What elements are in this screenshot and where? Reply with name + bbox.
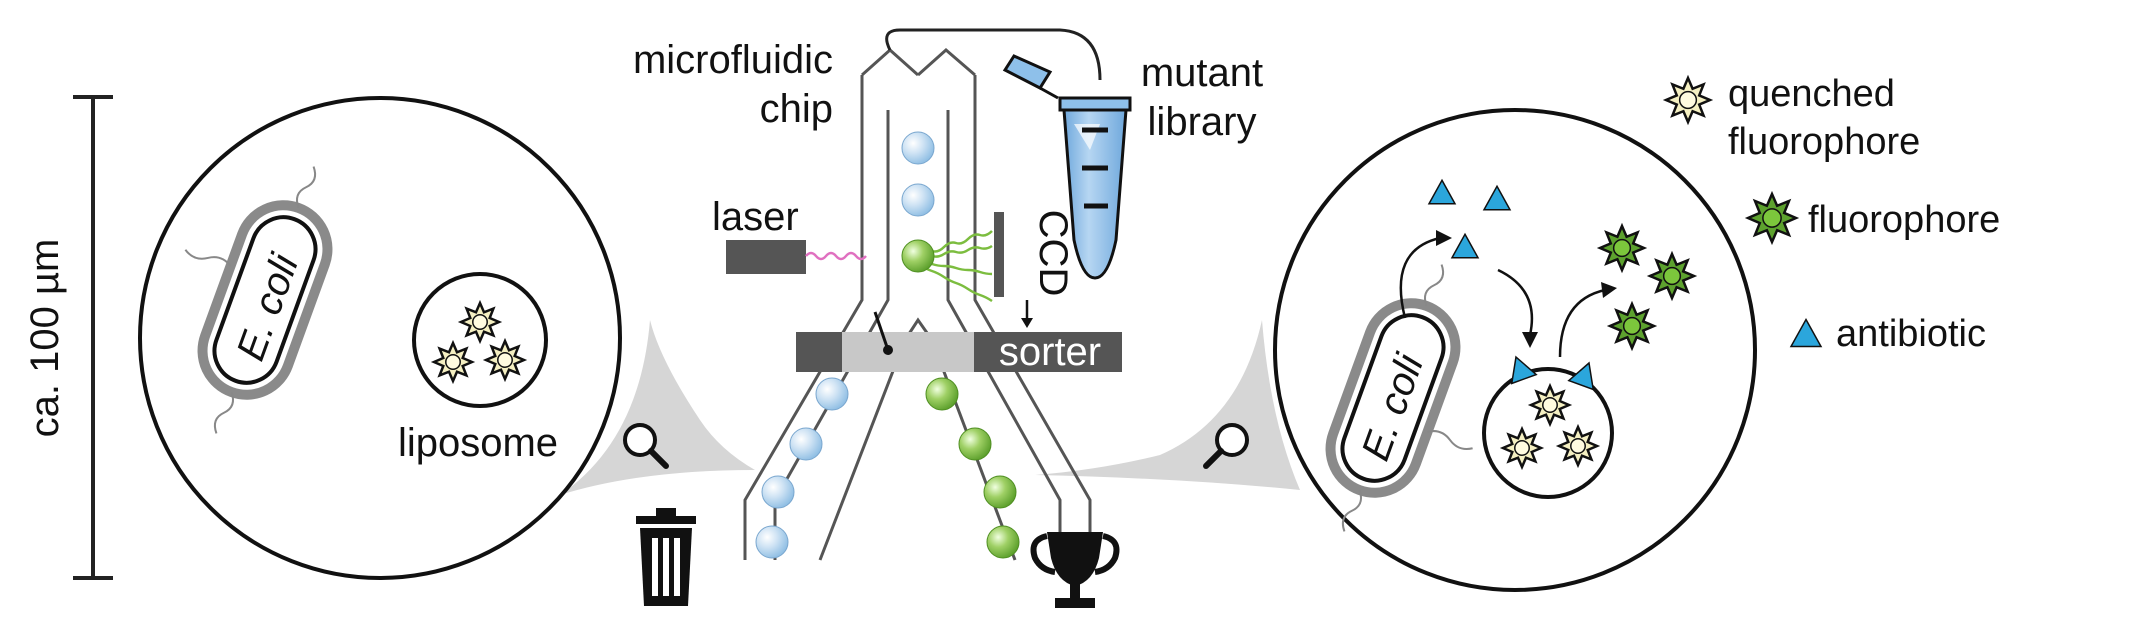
fluorescent-droplet [958, 427, 992, 461]
fluorophore-group [1596, 222, 1698, 352]
fluorescent-droplet [983, 475, 1017, 509]
antibiotic-group [1427, 178, 1595, 391]
trophy-icon [1030, 532, 1120, 608]
inlet-tubing [885, 28, 1102, 81]
sorter-label: sorter [999, 330, 1101, 374]
legend-quenched-line1: quenched [1728, 73, 1895, 115]
sorter-switch [873, 311, 890, 351]
scale-label: ca. 100 µm [23, 239, 67, 438]
droplet-stream [755, 131, 1020, 559]
scale-bar [73, 95, 113, 580]
antibiotic-icon [1450, 232, 1480, 259]
liposome-label: liposome [398, 421, 558, 465]
antibiotic-icon [1482, 184, 1512, 211]
sorter-pivot [883, 345, 893, 355]
empty-droplet [901, 183, 935, 217]
ecoli-cell-right [1325, 264, 1473, 532]
fluorescent-droplet [925, 377, 959, 411]
legend-icons [1662, 74, 1823, 348]
fluorophore-icon [1744, 190, 1800, 246]
antibiotic-icon [1427, 178, 1457, 205]
quenched-fluorophore-group [1499, 382, 1601, 471]
antibiotic-icon [1789, 317, 1823, 348]
fluorescent-droplet [986, 525, 1020, 559]
quenched-fluorophore-group [430, 299, 528, 385]
fluorophore-icon [1646, 250, 1698, 302]
fluorophore-icon [1606, 300, 1658, 352]
arrowhead [1601, 282, 1617, 298]
laser-source [726, 240, 806, 274]
quenched-fluorophore-icon [1527, 382, 1573, 428]
ccd-label: CCD [1031, 210, 1075, 297]
process-arrows [1399, 236, 1606, 358]
arrowhead [1436, 230, 1452, 246]
ccd-detector [994, 212, 1004, 297]
quenched-fluorophore-icon [1662, 74, 1714, 126]
arrowhead [1522, 332, 1538, 348]
zoom-cone-left [560, 320, 755, 495]
chip-label-line1: microfluidic [633, 38, 833, 82]
fluorophore-icon [1596, 222, 1648, 274]
ccd-arrow [1021, 300, 1033, 328]
empty-droplet [901, 131, 935, 165]
mutant-library-tube [1002, 54, 1132, 280]
right-zoom-circle [1273, 108, 1757, 592]
laser-beam [805, 251, 867, 261]
empty-droplet [789, 427, 823, 461]
empty-droplet [755, 525, 789, 559]
trash-icon [636, 508, 696, 606]
empty-droplet [815, 377, 849, 411]
sorter-bar-light [842, 332, 974, 372]
antibiotic-icon [1510, 355, 1538, 385]
left-zoom-circle [138, 96, 622, 580]
laser-label: laser [712, 195, 799, 239]
library-label-line1: mutant [1141, 51, 1263, 95]
magnifier-icon [1203, 423, 1249, 469]
antibiotic-icon [1567, 361, 1595, 391]
legend-fluorophore: fluorophore [1808, 199, 2000, 241]
quenched-fluorophore-icon [457, 299, 503, 345]
quenched-fluorophore-icon [1555, 423, 1601, 469]
legend-antibiotic: antibiotic [1836, 313, 1986, 355]
quenched-fluorophore-icon [1499, 425, 1545, 471]
legend-quenched-line2: fluorophore [1728, 121, 1920, 163]
liposome-vesicle-right [1482, 367, 1614, 499]
ecoli-cell-left [184, 166, 333, 434]
empty-droplet [761, 475, 795, 509]
fluorescent-droplet [901, 239, 935, 273]
chip-label-line2: chip [760, 87, 833, 131]
quenched-fluorophore-icon [482, 337, 528, 383]
quenched-fluorophore-icon [430, 339, 476, 385]
magnifier-icon [623, 423, 669, 469]
library-label-line2: library [1148, 100, 1257, 144]
